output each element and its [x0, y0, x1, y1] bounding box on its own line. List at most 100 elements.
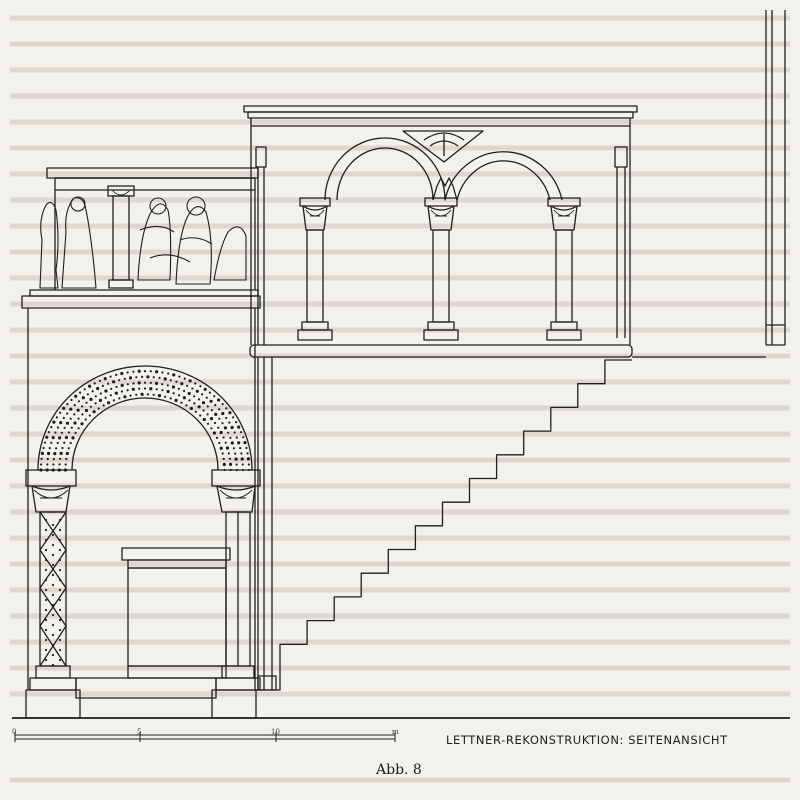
- arch-ornament-leaf: [88, 384, 92, 388]
- arch-ornament-leaf: [132, 370, 135, 373]
- arch-ornament-leaf: [135, 393, 138, 396]
- arch-ornament-leaf: [126, 389, 129, 392]
- arch-ornament-leaf: [209, 399, 213, 403]
- column-lattice-dot: [58, 558, 62, 562]
- arch-ornament-leaf: [65, 421, 70, 425]
- arch-ornament-leaf: [166, 389, 170, 394]
- arch-ornament-leaf: [120, 371, 124, 376]
- column-lattice-dot: [51, 603, 55, 607]
- arch-ornament-leaf: [93, 382, 96, 385]
- arch-ornament-leaf: [120, 383, 124, 387]
- arch-ornament-leaf: [69, 407, 73, 411]
- arch-ornament-leaf: [110, 387, 113, 390]
- arch-ornament-leaf: [77, 400, 80, 403]
- column-lattice-dot: [58, 588, 62, 592]
- column-lattice-dot: [58, 638, 62, 642]
- arch-ornament-leaf: [61, 446, 64, 450]
- arch-ornament-leaf: [180, 401, 183, 404]
- arch-ornament-leaf: [146, 393, 149, 396]
- arch-ornament-leaf: [84, 418, 87, 421]
- relief-figures: [39, 196, 247, 289]
- arch-ornament-leaf: [240, 452, 243, 455]
- arch-ornament-leaf: [81, 396, 85, 400]
- column-lattice-dot: [58, 658, 62, 662]
- arch-ornament-leaf: [169, 397, 172, 400]
- arch-ornament-leaf: [221, 422, 224, 425]
- column-lattice-dot: [44, 598, 48, 602]
- arch-ornament-leaf: [206, 422, 210, 425]
- relief-balustrade: [21, 167, 261, 309]
- arch-ornament-leaf: [191, 387, 194, 390]
- arch-ornament-leaf: [123, 377, 126, 380]
- arch-ornament-leaf: [85, 401, 88, 404]
- arch-ornament-leaf: [109, 375, 112, 378]
- arch-ornament-leaf: [223, 426, 227, 430]
- capital-ornaments: [33, 189, 575, 499]
- arch-ornament-leaf: [84, 408, 89, 413]
- arch-ornament-leaf: [175, 380, 178, 383]
- arch-ornament-leaf: [218, 441, 221, 445]
- arch-ornament-leaf: [235, 421, 238, 424]
- arch-ornament-leaf: [210, 409, 213, 412]
- column-lattice-dot: [58, 528, 62, 532]
- arch-ornament-leaf: [45, 468, 49, 472]
- arch-ornament-leaf: [80, 422, 84, 426]
- arch-ornament-leaf: [57, 468, 61, 472]
- arch-ornament-leaf: [112, 399, 115, 402]
- arch-ornament-leaf: [115, 385, 118, 389]
- arch-ornament-leaf: [227, 452, 230, 455]
- arch-ornament-leaf: [56, 426, 60, 429]
- arch-ornament-leaf: [46, 457, 49, 461]
- arch-ornament-leaf: [197, 398, 201, 401]
- arch-ornament-leaf: [201, 393, 204, 396]
- arch-ornament-leaf: [46, 463, 49, 466]
- arch-ornament-leaf: [178, 375, 181, 378]
- arch-ornament-leaf: [183, 377, 186, 380]
- arch-ornament-leaf: [193, 402, 196, 405]
- arch-ornament-leaf: [51, 436, 55, 440]
- arch-ornament-leaf: [205, 396, 208, 399]
- arch-ornament-leaf: [69, 417, 72, 420]
- arch-ornament-leaf: [218, 408, 221, 411]
- column-lattice-dot: [44, 628, 48, 632]
- arch-ornament-leaf: [246, 452, 249, 455]
- column-lattice-dot: [44, 608, 48, 612]
- arch-ornament-leaf: [63, 426, 66, 429]
- arch-ornament-leaf: [62, 416, 65, 420]
- column-lattice-dot: [44, 528, 48, 532]
- scale-label-unit: m: [392, 728, 399, 736]
- arch-ornament-leaf: [54, 431, 57, 434]
- arch-ornament-leaf: [135, 376, 138, 379]
- column-lattice-dot: [51, 533, 55, 537]
- arch-ornament-leaf: [194, 410, 197, 413]
- arch-ornament-leaf: [234, 457, 238, 461]
- arch-ornament-leaf: [241, 463, 244, 466]
- arch-ornament-leaf: [201, 401, 206, 405]
- arch-ornament-leaf: [53, 452, 57, 456]
- arch-ornament-leaf: [73, 413, 76, 416]
- column-lattice-dot: [44, 588, 48, 592]
- arch-ornament-leaf: [141, 375, 144, 378]
- column-lattice-dot: [58, 608, 62, 612]
- arch-ornament-leaf: [235, 463, 238, 466]
- arch-ornament-leaf: [66, 412, 69, 415]
- arch-ornament-leaf: [213, 421, 217, 425]
- arch-ornament-leaf: [62, 406, 66, 410]
- arch-ornament-leaf: [235, 436, 238, 439]
- arcade-column-2: [423, 197, 459, 341]
- arch-ornament-leaf: [152, 393, 155, 396]
- pilaster-left: [255, 146, 267, 345]
- arch-ornament-leaf: [88, 414, 91, 417]
- arch-ornament-leaf: [70, 398, 73, 402]
- arch-ornament-leaf: [91, 390, 94, 393]
- arch-ornament-leaf: [228, 462, 233, 466]
- arch-ornament-leaf: [161, 371, 164, 374]
- arch-ornament-leaf: [69, 441, 72, 445]
- arch-ornament-leaf: [247, 463, 250, 466]
- lower-block: [27, 308, 256, 690]
- arch-ornament-leaf: [59, 451, 63, 455]
- arch-ornament-leaf: [137, 369, 141, 373]
- arch-ornament-leaf: [65, 451, 69, 456]
- arch-ornament-leaf: [66, 403, 69, 406]
- arch-ornament-leaf: [59, 421, 63, 425]
